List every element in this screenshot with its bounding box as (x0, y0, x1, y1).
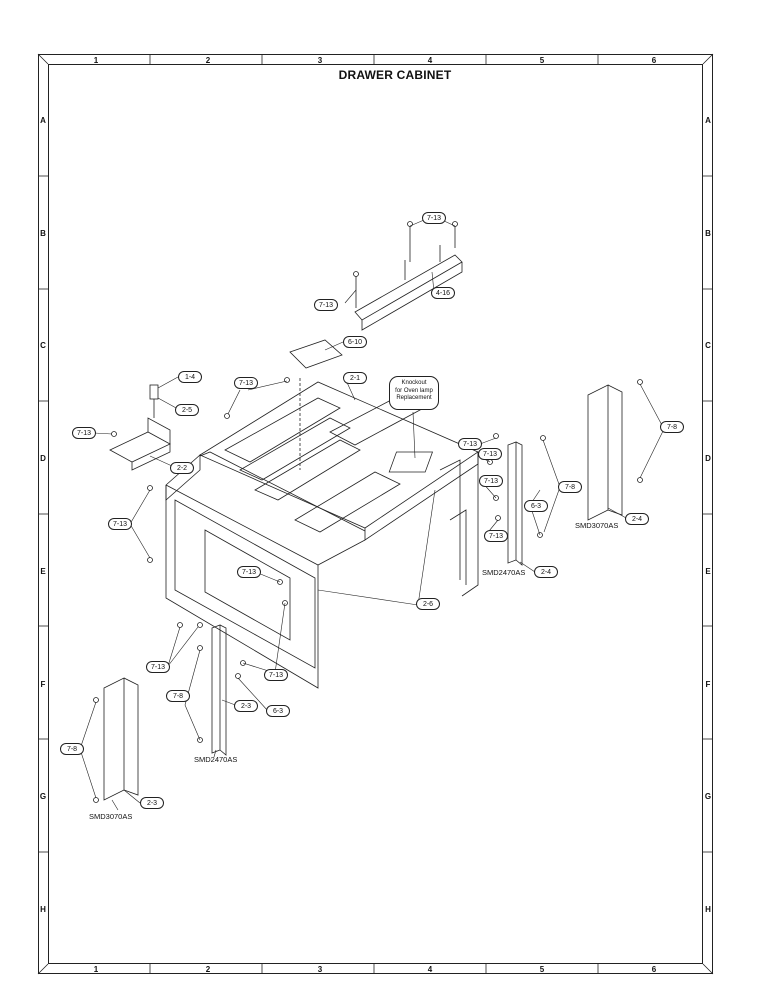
callout-7-13: 7-13 (422, 212, 446, 224)
row-letter-left: E (40, 567, 46, 576)
callout-7-13: 7-13 (484, 530, 508, 542)
left-rail-3070 (103, 677, 139, 801)
callout-7-13: 7-13 (478, 448, 502, 460)
knockout-note-line: for Oven lamp (395, 387, 433, 394)
callout-2-3: 2-3 (140, 797, 164, 809)
row-letter-right: F (705, 680, 711, 689)
row-letter-right: E (705, 567, 711, 576)
callout-7-13: 7-13 (314, 299, 338, 311)
row-letter-left: C (40, 341, 46, 350)
leader-lines (79, 219, 665, 811)
callout-7-13: 7-13 (458, 438, 482, 450)
callout-6-3: 6-3 (524, 500, 548, 512)
model-label-smd2470as: SMD2470AS (194, 755, 238, 764)
screws (93, 221, 643, 803)
callout-7-13: 7-13 (479, 475, 503, 487)
column-number-top: 3 (317, 56, 323, 65)
knockout-note-line: Replacement (396, 395, 432, 401)
model-label-smd2470as: SMD2470AS (482, 568, 526, 577)
callout-4-16: 4-16 (431, 287, 455, 299)
callout-7-13: 7-13 (237, 566, 261, 578)
inner-border (48, 64, 703, 964)
callout-6-10: 6-10 (343, 336, 367, 348)
callout-7-13: 7-13 (72, 427, 96, 439)
callout-2-4: 2-4 (625, 513, 649, 525)
callout-2-4: 2-4 (534, 566, 558, 578)
callout-6-3: 6-3 (266, 705, 290, 717)
diagram-title: DRAWER CABINET (338, 68, 452, 82)
row-letter-left: F (40, 680, 46, 689)
grid-ticks (37, 53, 714, 975)
column-number-top: 4 (427, 56, 433, 65)
column-number-top: 6 (651, 56, 657, 65)
model-label-smd3070as: SMD3070AS (575, 521, 619, 530)
callout-7-8: 7-8 (166, 690, 190, 702)
row-letter-left: B (40, 229, 46, 238)
label-plate (289, 339, 343, 369)
row-letter-left: A (40, 116, 46, 125)
right-rail-2470 (507, 441, 523, 566)
column-number-top: 2 (205, 56, 211, 65)
knockout-note-line: Knockout (401, 380, 427, 386)
callout-7-8: 7-8 (60, 743, 84, 755)
callout-7-13: 7-13 (264, 669, 288, 681)
lamp-socket (149, 384, 159, 418)
row-letter-right: A (705, 116, 711, 125)
column-number-bottom: 5 (539, 965, 545, 974)
callout-2-5: 2-5 (175, 404, 199, 416)
callout-1-4: 1-4 (178, 371, 202, 383)
column-number-bottom: 4 (427, 965, 433, 974)
top-bracket (354, 245, 463, 331)
cabinet-body (165, 378, 479, 689)
column-number-top: 1 (93, 56, 99, 65)
callout-7-8: 7-8 (660, 421, 684, 433)
column-number-bottom: 1 (93, 965, 99, 974)
callout-2-2: 2-2 (170, 462, 194, 474)
row-letter-right: B (705, 229, 711, 238)
callout-7-8: 7-8 (558, 481, 582, 493)
row-letter-right: C (705, 341, 711, 350)
callout-7-13: 7-13 (146, 661, 170, 673)
column-number-bottom: 6 (651, 965, 657, 974)
callout-2-3: 2-3 (234, 700, 258, 712)
callout-7-13: 7-13 (234, 377, 258, 389)
small-bracket (109, 417, 171, 471)
right-rail-3070 (587, 384, 623, 521)
column-number-bottom: 3 (317, 965, 323, 974)
row-letter-right: D (705, 454, 711, 463)
row-letter-right: H (705, 905, 711, 914)
callout-2-1: 2-1 (343, 372, 367, 384)
column-number-bottom: 2 (205, 965, 211, 974)
row-letter-right: G (704, 792, 712, 801)
row-letter-left: G (39, 792, 47, 801)
knockout-note: Knockout for Oven lamp Replacement (389, 376, 439, 410)
model-label-smd3070as: SMD3070AS (89, 812, 133, 821)
left-rail-2470 (211, 624, 227, 756)
row-letter-left: D (40, 454, 46, 463)
callout-2-6: 2-6 (416, 598, 440, 610)
row-letter-left: H (40, 905, 46, 914)
callout-7-13: 7-13 (108, 518, 132, 530)
column-number-top: 5 (539, 56, 545, 65)
